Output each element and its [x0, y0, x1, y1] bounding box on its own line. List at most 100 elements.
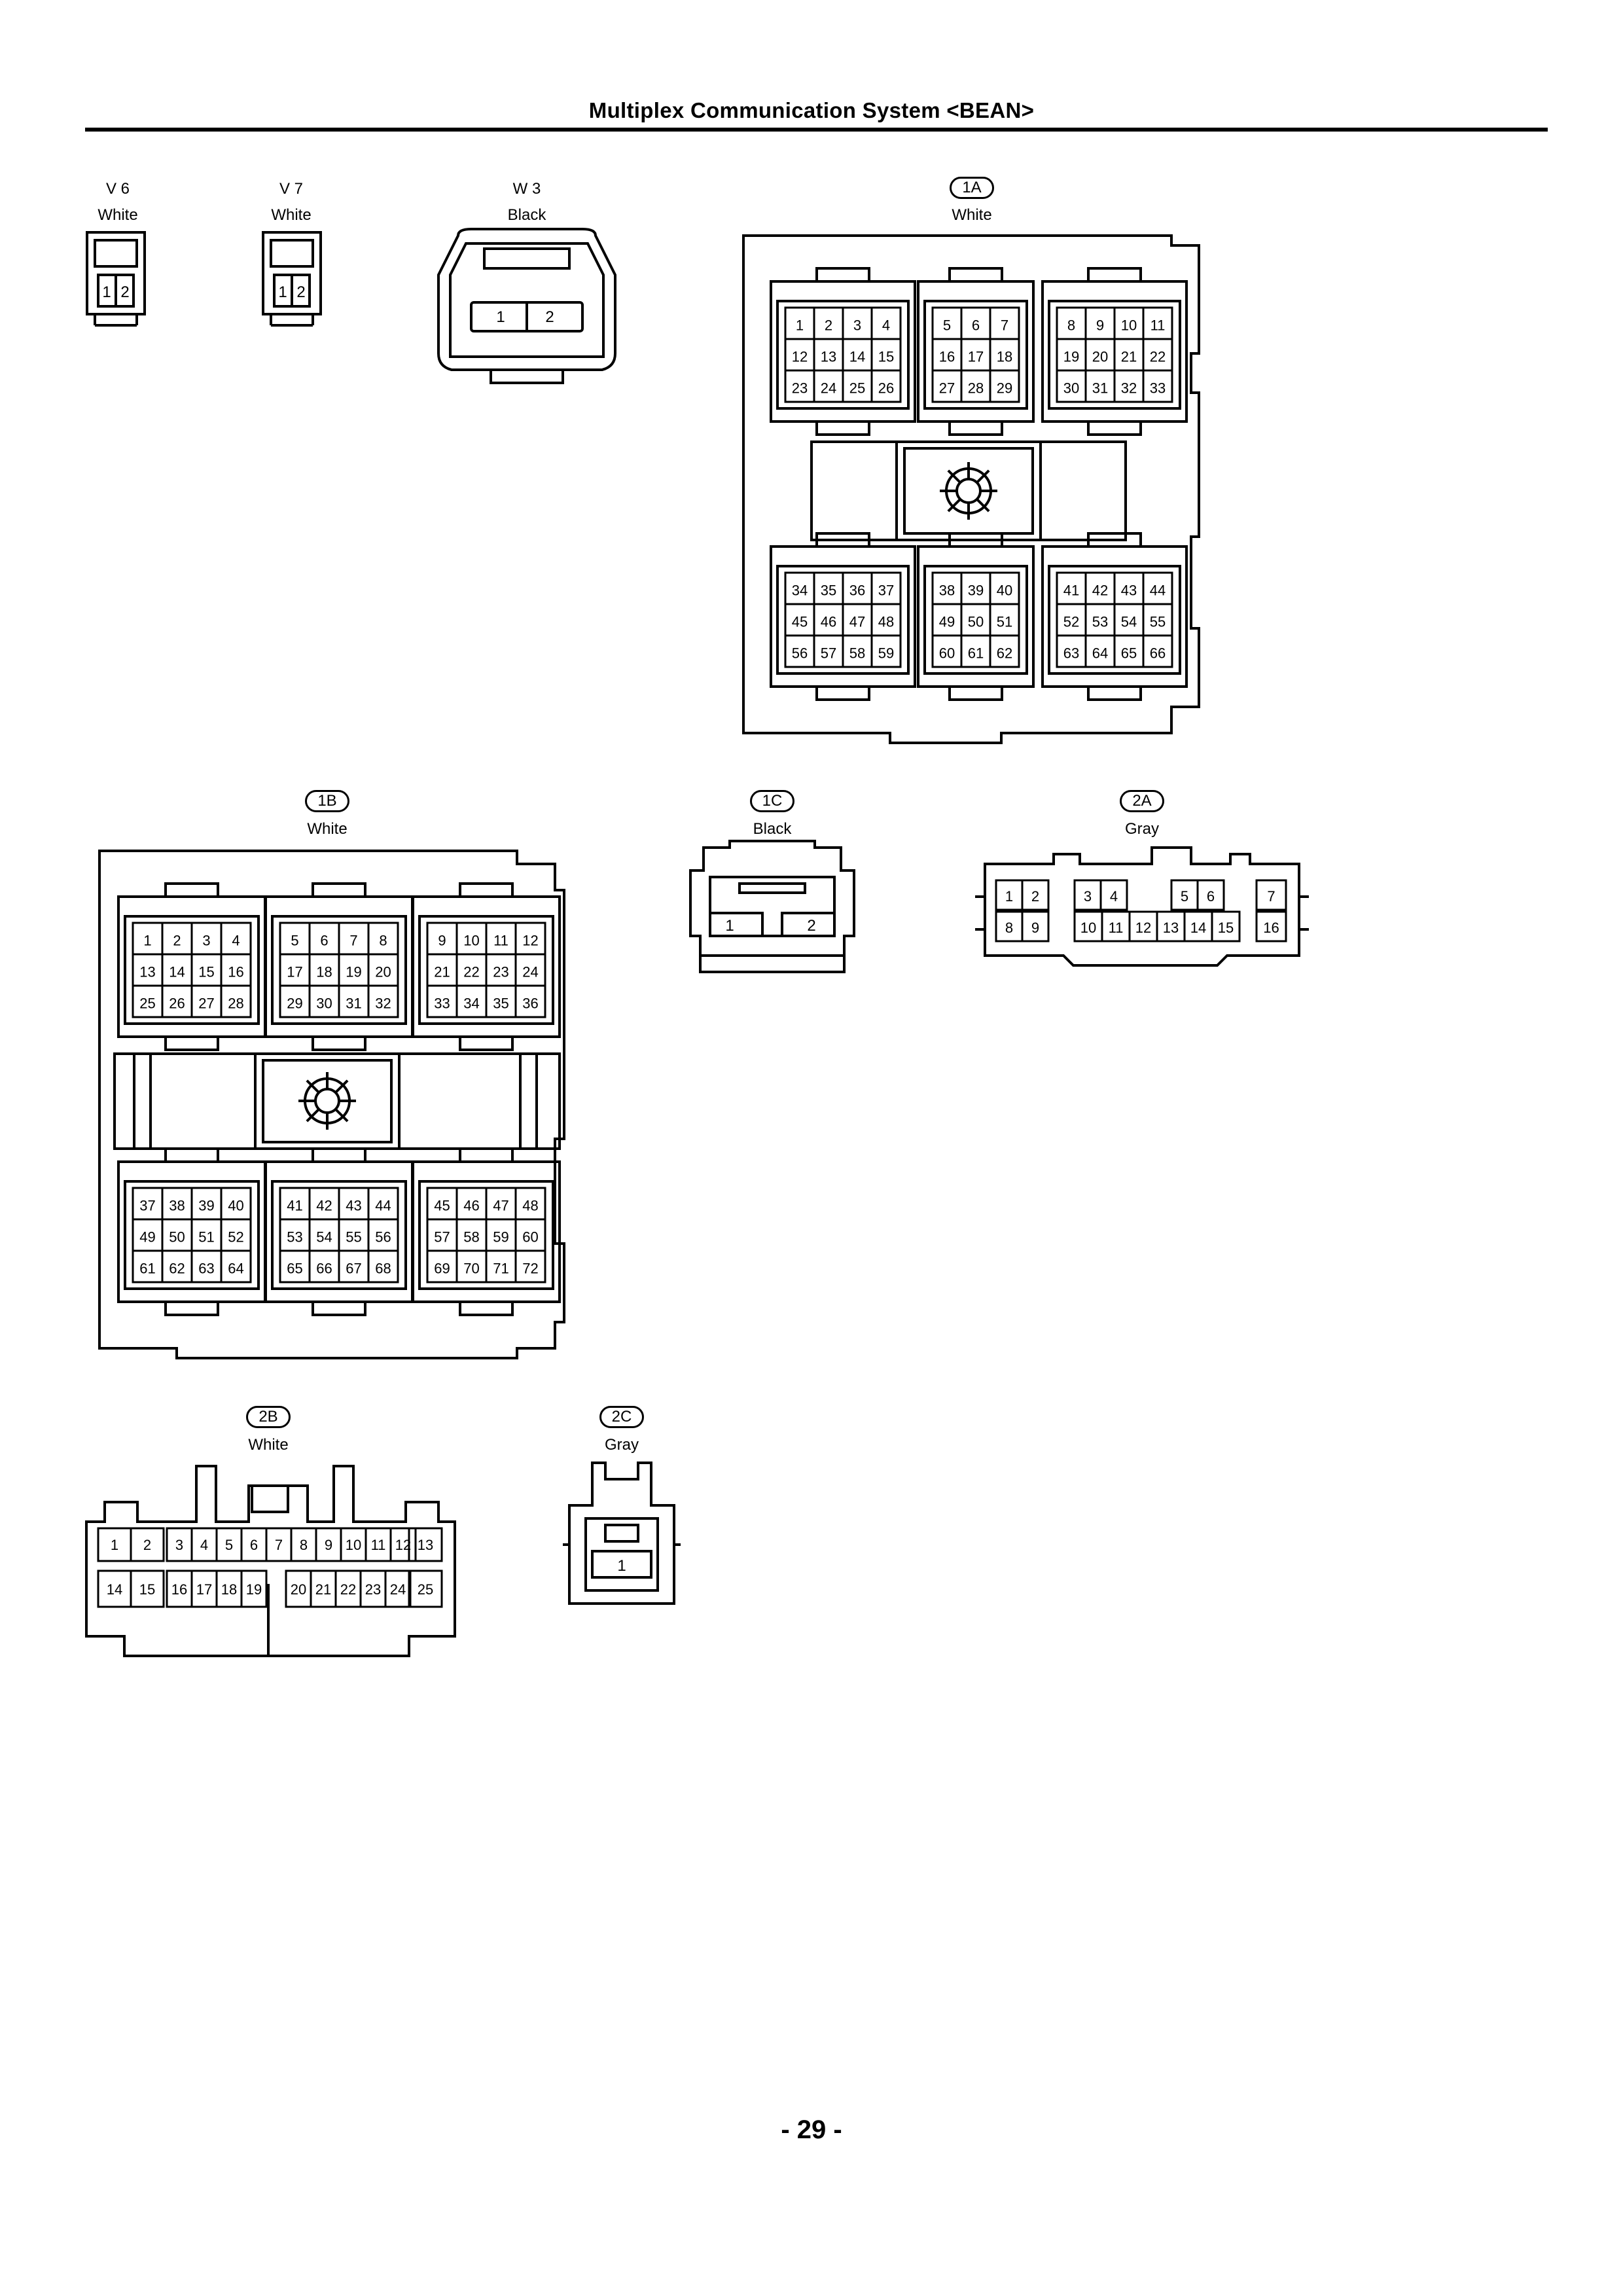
pin-number: 32 [1121, 380, 1137, 397]
1a-block-4-latch [815, 532, 870, 548]
pin-number: 13 [418, 1537, 433, 1553]
pin-number: 27 [939, 380, 955, 397]
pin-number: 15 [1218, 920, 1234, 936]
1b-lock-gear-spoke [306, 1079, 320, 1094]
1a-lock-gear-hub [955, 478, 982, 504]
connector-code-1c: 1C [730, 790, 815, 812]
1a-block-2-latch [948, 267, 1003, 283]
pin-number: 60 [939, 645, 955, 662]
pin-number: 45 [434, 1198, 450, 1214]
pin-cell [1021, 910, 1050, 942]
connector-v6: 1 2 [86, 231, 146, 327]
pin-number: 2 [1031, 888, 1039, 905]
pin-cell [389, 1527, 417, 1562]
pin-number: 7 [1267, 888, 1275, 905]
1a-lock-gear-spoke [947, 469, 961, 484]
pin-number: 28 [968, 380, 984, 397]
1b-lock-gear-spoke [306, 1108, 320, 1122]
pin-number: 4 [882, 317, 890, 334]
pin-number: 63 [1063, 645, 1079, 662]
pin-number: 9 [438, 933, 446, 949]
pin-number: 36 [522, 996, 538, 1012]
pin-number: 46 [463, 1198, 479, 1214]
pin-number: 21 [434, 964, 450, 980]
pin-number: 61 [139, 1261, 155, 1277]
header-rule [85, 128, 1548, 132]
connector-code-1a: 1A [929, 177, 1014, 199]
pin-number: 6 [1207, 888, 1215, 905]
1b-lock-gear-hub [314, 1088, 340, 1114]
pin-number: 59 [493, 1229, 508, 1246]
pin-number: 19 [1063, 349, 1079, 365]
pin-cell [1255, 910, 1287, 942]
pin-number: 58 [463, 1229, 479, 1246]
pin-cell [1142, 369, 1173, 403]
page-number: - 29 - [781, 2115, 842, 2144]
pin-cell [220, 984, 252, 1018]
pin-number: 16 [939, 349, 955, 365]
1a-block-2-inner [923, 300, 1028, 410]
pin-cell [870, 634, 902, 668]
1a-block-1-inner [776, 300, 910, 410]
pin-number: 21 [315, 1581, 331, 1598]
pin-number: 7 [349, 933, 357, 949]
pin-number: 3 [175, 1537, 183, 1553]
connector-color-v6: White [98, 206, 138, 224]
1a-block-6-inner [1048, 565, 1181, 675]
pin-number: 40 [997, 583, 1012, 599]
pin-number: 66 [316, 1261, 332, 1277]
pin-cell [514, 984, 546, 1018]
pin-number: 47 [849, 614, 865, 630]
pin-cell [367, 984, 399, 1018]
pin-number: 65 [1121, 645, 1137, 662]
pin-number: 37 [878, 583, 894, 599]
pin-number: 25 [139, 996, 155, 1012]
pin-number: 44 [1150, 583, 1166, 599]
pin-number: 10 [463, 933, 479, 949]
pin-number: 63 [198, 1261, 214, 1277]
pin-number: 38 [939, 583, 955, 599]
pin-number: 64 [228, 1261, 243, 1277]
pin-number: 4 [232, 933, 240, 949]
1a-block-3-latch [1087, 267, 1142, 283]
pin-number: 19 [346, 964, 361, 980]
pin-number: 16 [171, 1581, 187, 1598]
1a-block-3-tab [1087, 420, 1142, 436]
pin-cell [989, 369, 1020, 403]
pin-number: 14 [169, 964, 185, 980]
pin-number: 2 [143, 1537, 151, 1553]
pin-number: 22 [1150, 349, 1166, 365]
1b-block-5-inner [271, 1180, 407, 1290]
pin-cell [514, 1249, 546, 1283]
pin-number: 57 [434, 1229, 450, 1246]
pin-number: 7 [1001, 317, 1008, 334]
pin-number: 62 [997, 645, 1012, 662]
1a-lock-gear-spoke [976, 498, 990, 512]
pin-number: 42 [1092, 583, 1108, 599]
pin-cell [1196, 879, 1225, 911]
pin-number: 27 [198, 996, 214, 1012]
pin-number: 69 [434, 1261, 450, 1277]
1a-block-4-inner [776, 565, 910, 675]
pin-number: 52 [1063, 614, 1079, 630]
connector-code-v7: V 7 [279, 180, 304, 198]
pin-number: 30 [316, 996, 332, 1012]
pin-number: 3 [853, 317, 861, 334]
1a-block-1-tab [815, 420, 870, 436]
pin-cell [870, 369, 902, 403]
pin-number: 2 [825, 317, 832, 334]
1b-block-2-inner [271, 915, 407, 1025]
pin-number: 17 [968, 349, 984, 365]
1b-lock-gear-spoke [334, 1079, 349, 1094]
pin-number: 38 [169, 1198, 185, 1214]
pin-number: 30 [1063, 380, 1079, 397]
pin-cell [1021, 879, 1050, 911]
pin-number: 4 [1110, 888, 1118, 905]
connector-code-2a: 2A [1099, 790, 1185, 812]
pin-number: 3 [1084, 888, 1092, 905]
1b-block-1-tab [164, 1035, 219, 1051]
pin-number: 11 [493, 933, 508, 949]
